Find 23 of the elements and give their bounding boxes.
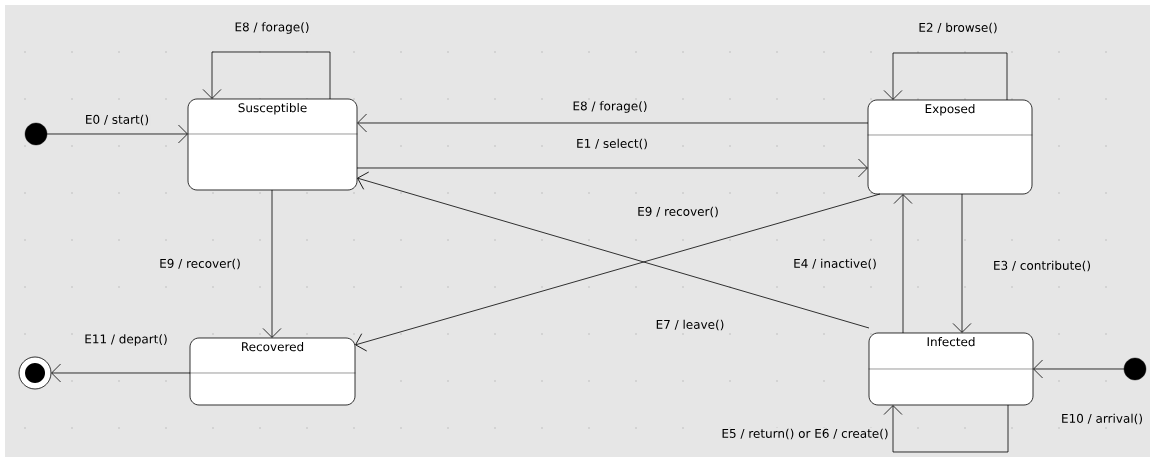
- state-box: Recovered: [189, 337, 356, 406]
- edge-label: E11 / depart(): [83, 333, 169, 347]
- edge-label: E8 / forage(): [233, 21, 311, 35]
- arrow: [883, 52, 1008, 101]
- arrow: [893, 194, 913, 334]
- edge-label: E8 / forage(): [571, 100, 649, 114]
- arrow: [51, 363, 191, 383]
- arrow: [46, 124, 188, 144]
- arrow: [202, 51, 331, 100]
- final-state: [18, 356, 52, 390]
- state-box: Infected: [868, 332, 1034, 406]
- state-box: Susceptible: [187, 98, 358, 191]
- initial-state: [1123, 357, 1147, 381]
- arrow: [1033, 359, 1125, 379]
- arrow: [355, 193, 881, 352]
- arrow: [357, 113, 869, 133]
- arrow: [357, 171, 870, 329]
- arrow: [952, 193, 972, 333]
- initial-state: [24, 122, 48, 146]
- state-box: Exposed: [867, 99, 1033, 195]
- arrow: [883, 404, 1009, 453]
- arrow: [356, 158, 868, 178]
- arrow: [262, 189, 282, 338]
